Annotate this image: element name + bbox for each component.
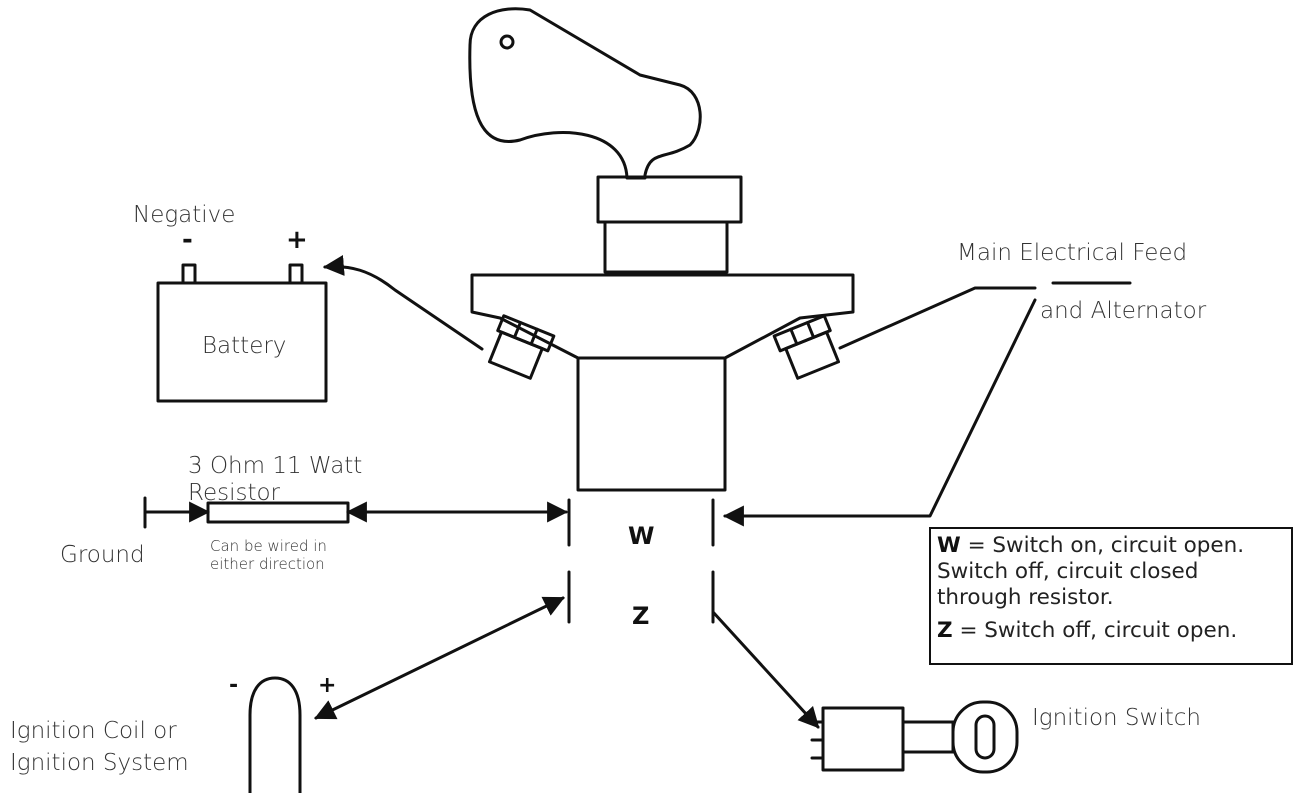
coil-minus-sign: - <box>229 673 239 698</box>
battery-label: Battery <box>202 333 287 359</box>
ignition-key-slot <box>974 714 996 760</box>
switch-key-hole <box>499 34 515 50</box>
battery-body <box>156 281 328 403</box>
resistor-rating-label: 3 Ohm 11 Watt <box>188 453 363 479</box>
negative-label: Negative <box>133 202 236 228</box>
legend-z-line: Z = Switch off, circuit open. <box>937 618 1285 644</box>
ignition-key-stem <box>901 720 955 754</box>
main-feed-wire <box>838 286 1037 350</box>
switch-collar <box>596 175 743 224</box>
ignition-switch-body <box>821 706 905 772</box>
main-feed-label: Main Electrical Feed <box>957 240 1188 266</box>
alternator-label: and Alternator <box>1040 298 1207 324</box>
terminal-z-label: Z <box>632 602 650 630</box>
ground-label: Ground <box>60 542 145 568</box>
alternator-to-w-wire <box>722 298 1037 527</box>
battery-negative-post <box>181 263 197 285</box>
switch-lower-block <box>576 356 727 492</box>
coil-plus-sign: + <box>318 673 337 698</box>
coil-label-line1: Ignition Coil or <box>10 718 177 744</box>
left-terminal-bolt <box>487 314 556 380</box>
legend-w-line3: through resistor. <box>937 585 1114 611</box>
ignition-switch-label: Ignition Switch <box>1032 705 1201 731</box>
legend-z-key: Z <box>937 617 953 643</box>
ignition-key-head <box>951 700 1019 774</box>
legend-w-line1: W = Switch on, circuit open. <box>937 533 1285 559</box>
right-terminal-bolt <box>772 314 841 380</box>
wired-direction-line1: Can be wired in <box>210 537 327 555</box>
battery-minus-sign: - <box>182 225 193 255</box>
legend-box: W = Switch on, circuit open. Switch off,… <box>929 527 1293 665</box>
battery-positive-post <box>288 263 304 285</box>
coil-to-z-wire <box>314 596 565 720</box>
coil-label-line2: Ignition System <box>10 750 189 776</box>
wired-direction-line2: either direction <box>210 555 325 573</box>
ignition-coil <box>248 676 302 793</box>
battery-to-switch-wire <box>322 255 484 351</box>
battery-plus-sign: + <box>286 225 308 255</box>
legend-z-text: = Switch off, circuit open. <box>959 617 1238 643</box>
legend-w-line2: Switch off, circuit closed <box>937 559 1199 585</box>
terminal-w-label: W <box>628 522 655 550</box>
resistor-label: Resistor <box>188 480 280 506</box>
legend-w-text: = Switch on, circuit open. <box>967 533 1245 558</box>
z-to-ignition-wire <box>711 606 820 729</box>
switch-key-handle <box>468 7 702 180</box>
switch-neck <box>603 220 729 274</box>
legend-w-key: W <box>937 533 961 558</box>
